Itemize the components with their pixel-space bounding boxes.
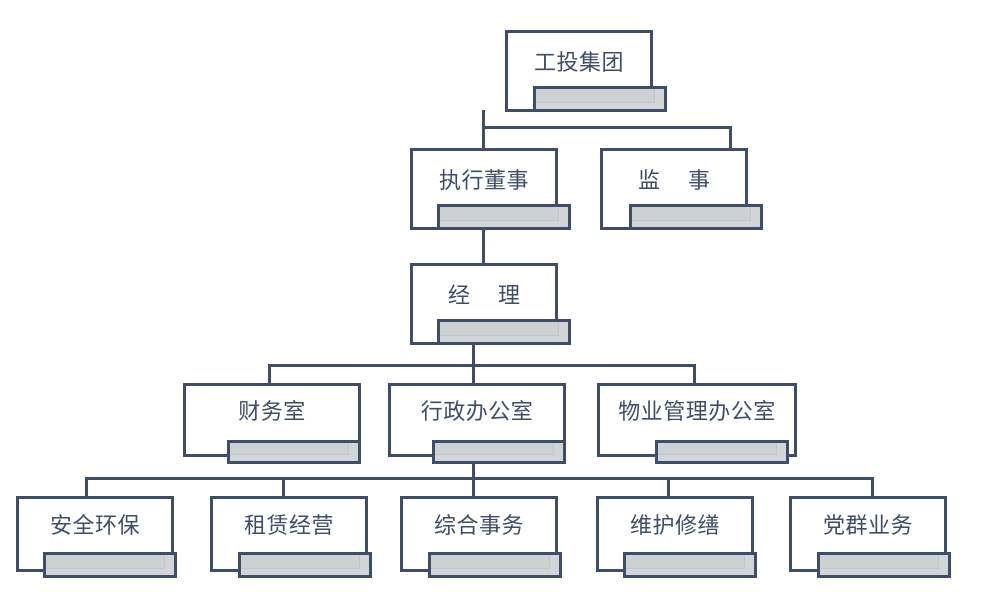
connector-to-safety-environment [85,477,88,497]
connector-root-down [482,110,485,129]
node-label: 执行董事 [438,169,529,194]
node-label: 财务室 [238,400,306,425]
connector-to-property-office [693,364,696,385]
node-label: 综合事务 [433,514,524,539]
connector-executive-director-to-manager [482,228,485,265]
node-label: 维护修缮 [629,514,720,539]
node-bar-supervisor [629,204,763,230]
node-bar-executive-director [437,204,571,230]
node-label: 党群业务 [822,514,913,539]
node-bar-manager [437,319,571,345]
connector-to-finance-office [268,364,271,385]
connector-admin-office-down [472,455,475,480]
node-bar-property-management-office [655,440,789,464]
node-bar-finance-office [227,440,361,464]
connector-to-general-affairs [472,477,475,497]
node-label: 行政办公室 [420,400,534,425]
node-label: 物业管理办公室 [618,400,776,425]
node-bar-admin-office [432,440,566,464]
connector-to-leasing-operations [282,477,285,497]
node-bar-leasing-operations [238,552,372,578]
connector-departments-bus [85,477,874,480]
node-label: 租赁经营 [243,514,334,539]
node-label: 工投集团 [533,51,624,76]
connector-to-admin-office [472,364,475,385]
node-label: 经 理 [448,284,520,309]
connector-root-bus [482,126,732,129]
connector-to-party-affairs [871,477,874,497]
connector-manager-bus [268,364,696,367]
node-label: 监 事 [638,169,710,194]
connector-to-maintenance-repair [667,477,670,497]
node-bar-maintenance-repair [623,552,757,578]
node-bar-safety-environment [43,552,177,578]
connector-manager-down [472,343,475,367]
node-bar-general-affairs [428,552,562,578]
node-bar-gongtou-group [533,86,667,112]
node-bar-party-affairs [817,552,951,578]
node-label: 安全环保 [49,514,140,539]
connector-to-executive-director [482,126,485,149]
connector-to-supervisor [729,126,732,149]
